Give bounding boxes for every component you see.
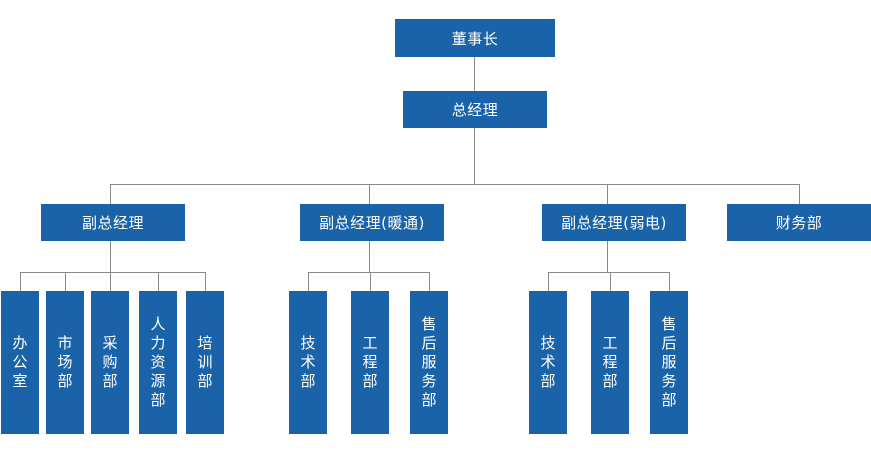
chairman-box: 董事长 xyxy=(395,19,555,57)
connector-line xyxy=(369,184,370,204)
connector-line xyxy=(65,272,66,291)
connector-line xyxy=(474,128,475,184)
connector-line xyxy=(474,57,475,91)
connector-line xyxy=(158,272,159,291)
department-box-office: 办公室 xyxy=(1,291,39,434)
department-box-aftersales-low-voltage: 售后服务部 xyxy=(650,291,688,434)
deputy-gm-hvac-box: 副总经理(暖通) xyxy=(300,204,444,241)
connector-line xyxy=(20,272,21,291)
connector-line xyxy=(369,241,370,272)
connector-line xyxy=(548,272,670,273)
deputy-gm-box: 副总经理 xyxy=(41,204,185,241)
finance-department-box: 财务部 xyxy=(727,204,871,241)
connector-line xyxy=(110,184,111,204)
department-box-engineering-low-voltage: 工程部 xyxy=(591,291,629,434)
deputy-gm-low-voltage-box: 副总经理(弱电) xyxy=(542,204,686,241)
connector-line xyxy=(610,272,611,291)
department-box-technical-low-voltage: 技术部 xyxy=(529,291,567,434)
connector-line xyxy=(205,272,206,291)
connector-line xyxy=(370,272,371,291)
department-box-purchasing: 采购部 xyxy=(91,291,129,434)
connector-line xyxy=(607,241,608,272)
connector-line xyxy=(308,272,309,291)
department-box-aftersales-hvac: 售后服务部 xyxy=(410,291,448,434)
connector-line xyxy=(110,241,111,272)
department-box-training: 培训部 xyxy=(186,291,224,434)
connector-line xyxy=(308,272,430,273)
connector-line xyxy=(799,184,800,204)
department-box-marketing: 市场部 xyxy=(46,291,84,434)
connector-line xyxy=(110,272,111,291)
connector-line xyxy=(429,272,430,291)
general-manager-box: 总经理 xyxy=(403,91,547,128)
connector-line xyxy=(110,184,800,185)
connector-line xyxy=(20,272,206,273)
department-box-technical-hvac: 技术部 xyxy=(289,291,327,434)
department-box-engineering-hvac: 工程部 xyxy=(351,291,389,434)
connector-line xyxy=(669,272,670,291)
department-box-hr: 人力资源部 xyxy=(139,291,177,434)
connector-line xyxy=(607,184,608,204)
connector-line xyxy=(548,272,549,291)
